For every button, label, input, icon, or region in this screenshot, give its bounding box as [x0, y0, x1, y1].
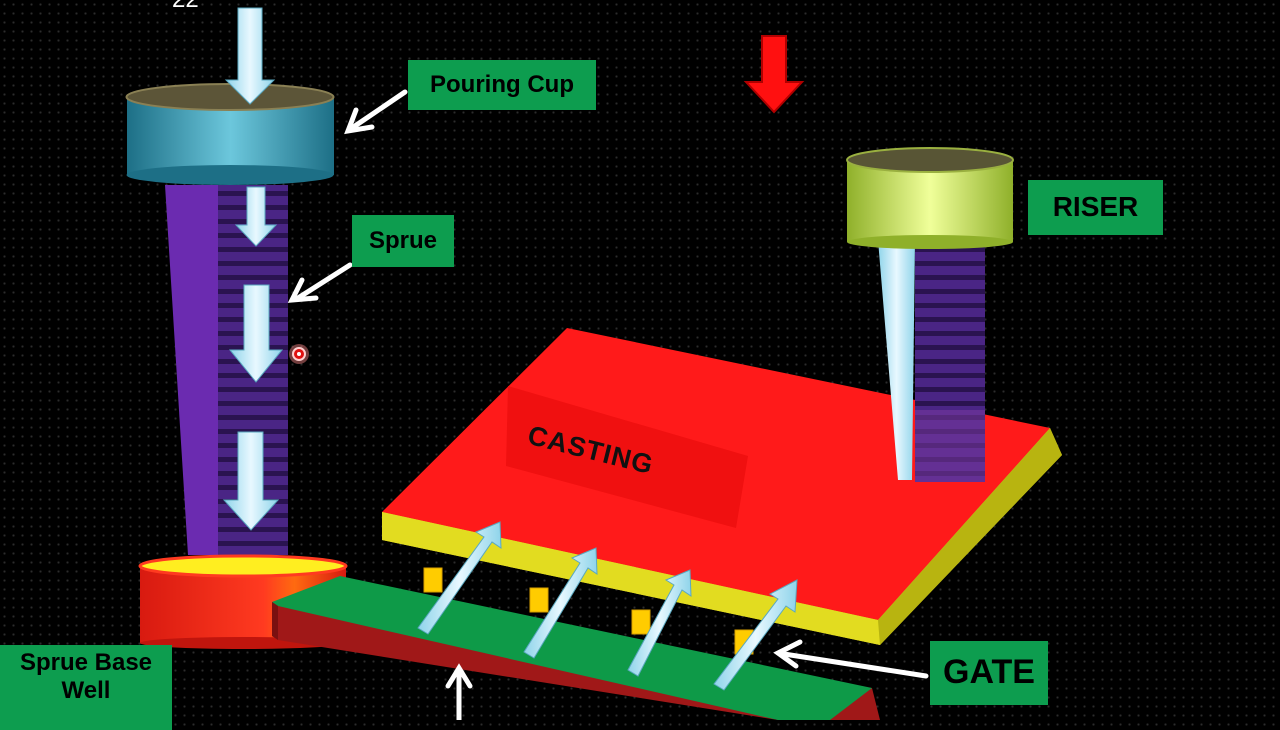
red-down-arrow-icon: [743, 35, 805, 114]
flow-arrow-icon: [417, 521, 502, 635]
pouring-cup-label: Pouring Cup: [408, 60, 596, 110]
white-pointer-arrow-icon: [445, 663, 473, 720]
flow-arrow-icon: [234, 186, 278, 247]
slide-number: 22: [172, 0, 199, 14]
white-pointer-arrow-icon: [287, 262, 353, 303]
casting: [382, 328, 1062, 645]
flow-arrow-icon: [224, 7, 276, 105]
sprue-label: Sprue: [352, 215, 454, 267]
riser: [846, 147, 1014, 482]
white-pointer-arrow-icon: [773, 639, 929, 679]
sprue-base-well-label: Sprue Base Well: [0, 645, 172, 730]
white-pointer-arrow-icon: [344, 89, 408, 135]
laser-pointer-icon: [289, 344, 309, 364]
gates: [423, 567, 754, 655]
pouring-cup: [125, 83, 335, 185]
flow-arrow-icon: [523, 547, 598, 659]
riser-label: RISER: [1028, 180, 1163, 235]
flow-arrow-icon: [222, 431, 280, 531]
flow-arrow-icon: [713, 579, 798, 691]
flow-arrow-icon: [627, 569, 692, 677]
gate-label: GATE: [930, 641, 1048, 705]
flow-arrow-icon: [228, 284, 284, 383]
